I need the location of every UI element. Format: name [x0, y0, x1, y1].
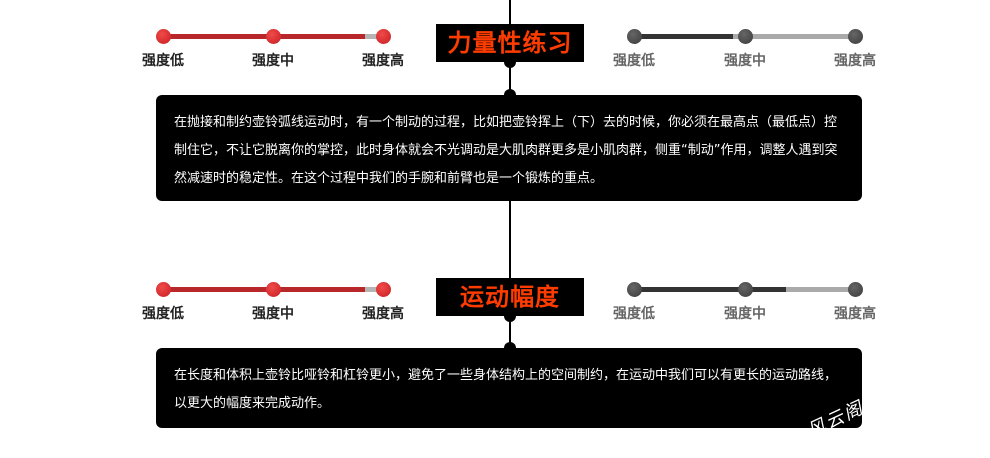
slider-dot	[848, 29, 863, 44]
section-title: 运动幅度	[436, 278, 584, 316]
label-mid: 强度中	[252, 306, 294, 322]
label-low: 强度低	[142, 53, 184, 69]
label-high: 强度高	[362, 53, 404, 69]
description-text: 在长度和体积上壶铃比哑铃和杠铃更小，避免了一些身体结构上的空间制约，在运动中我们…	[174, 368, 838, 411]
description-text: 在抛接和制约壶铃弧线运动时，有一个制动的过程，比如把壶铃挥上（下）去的时候，你必…	[174, 115, 838, 186]
slider-dot	[738, 29, 753, 44]
label-low: 强度低	[613, 306, 655, 322]
slider-dot	[156, 29, 171, 44]
description-card: 在抛接和制约壶铃弧线运动时，有一个制动的过程，比如把壶铃挥上（下）去的时候，你必…	[156, 95, 862, 201]
slider-dot	[266, 282, 281, 297]
slider-dot	[627, 282, 642, 297]
description-card: 在长度和体积上壶铃比哑铃和杠铃更小，避免了一些身体结构上的空间制约，在运动中我们…	[156, 348, 862, 428]
label-high: 强度高	[362, 306, 404, 322]
slider-dot	[627, 29, 642, 44]
slider-dot	[376, 282, 391, 297]
slider-dot	[738, 282, 753, 297]
label-mid: 强度中	[724, 53, 766, 69]
slider-dot	[266, 29, 281, 44]
label-mid: 强度中	[252, 53, 294, 69]
slider-dot	[376, 29, 391, 44]
slider-fill	[163, 287, 365, 292]
slider-fill	[163, 34, 365, 39]
label-mid: 强度中	[724, 306, 766, 322]
label-low: 强度低	[142, 306, 184, 322]
slider-dot	[156, 282, 171, 297]
section-title: 力量性练习	[436, 24, 584, 62]
label-low: 强度低	[613, 53, 655, 69]
slider-fill	[634, 287, 787, 292]
label-high: 强度高	[834, 306, 876, 322]
intensity-slider-left: 强度低 强度中 强度高	[142, 24, 404, 69]
intensity-slider-right: 强度低 强度中 强度高	[613, 24, 876, 69]
label-high: 强度高	[834, 53, 876, 69]
intensity-slider-right: 强度低 强度中 强度高	[613, 277, 876, 322]
slider-dot	[848, 282, 863, 297]
intensity-slider-left: 强度低 强度中 强度高	[142, 277, 404, 322]
slider-fill	[634, 34, 733, 39]
